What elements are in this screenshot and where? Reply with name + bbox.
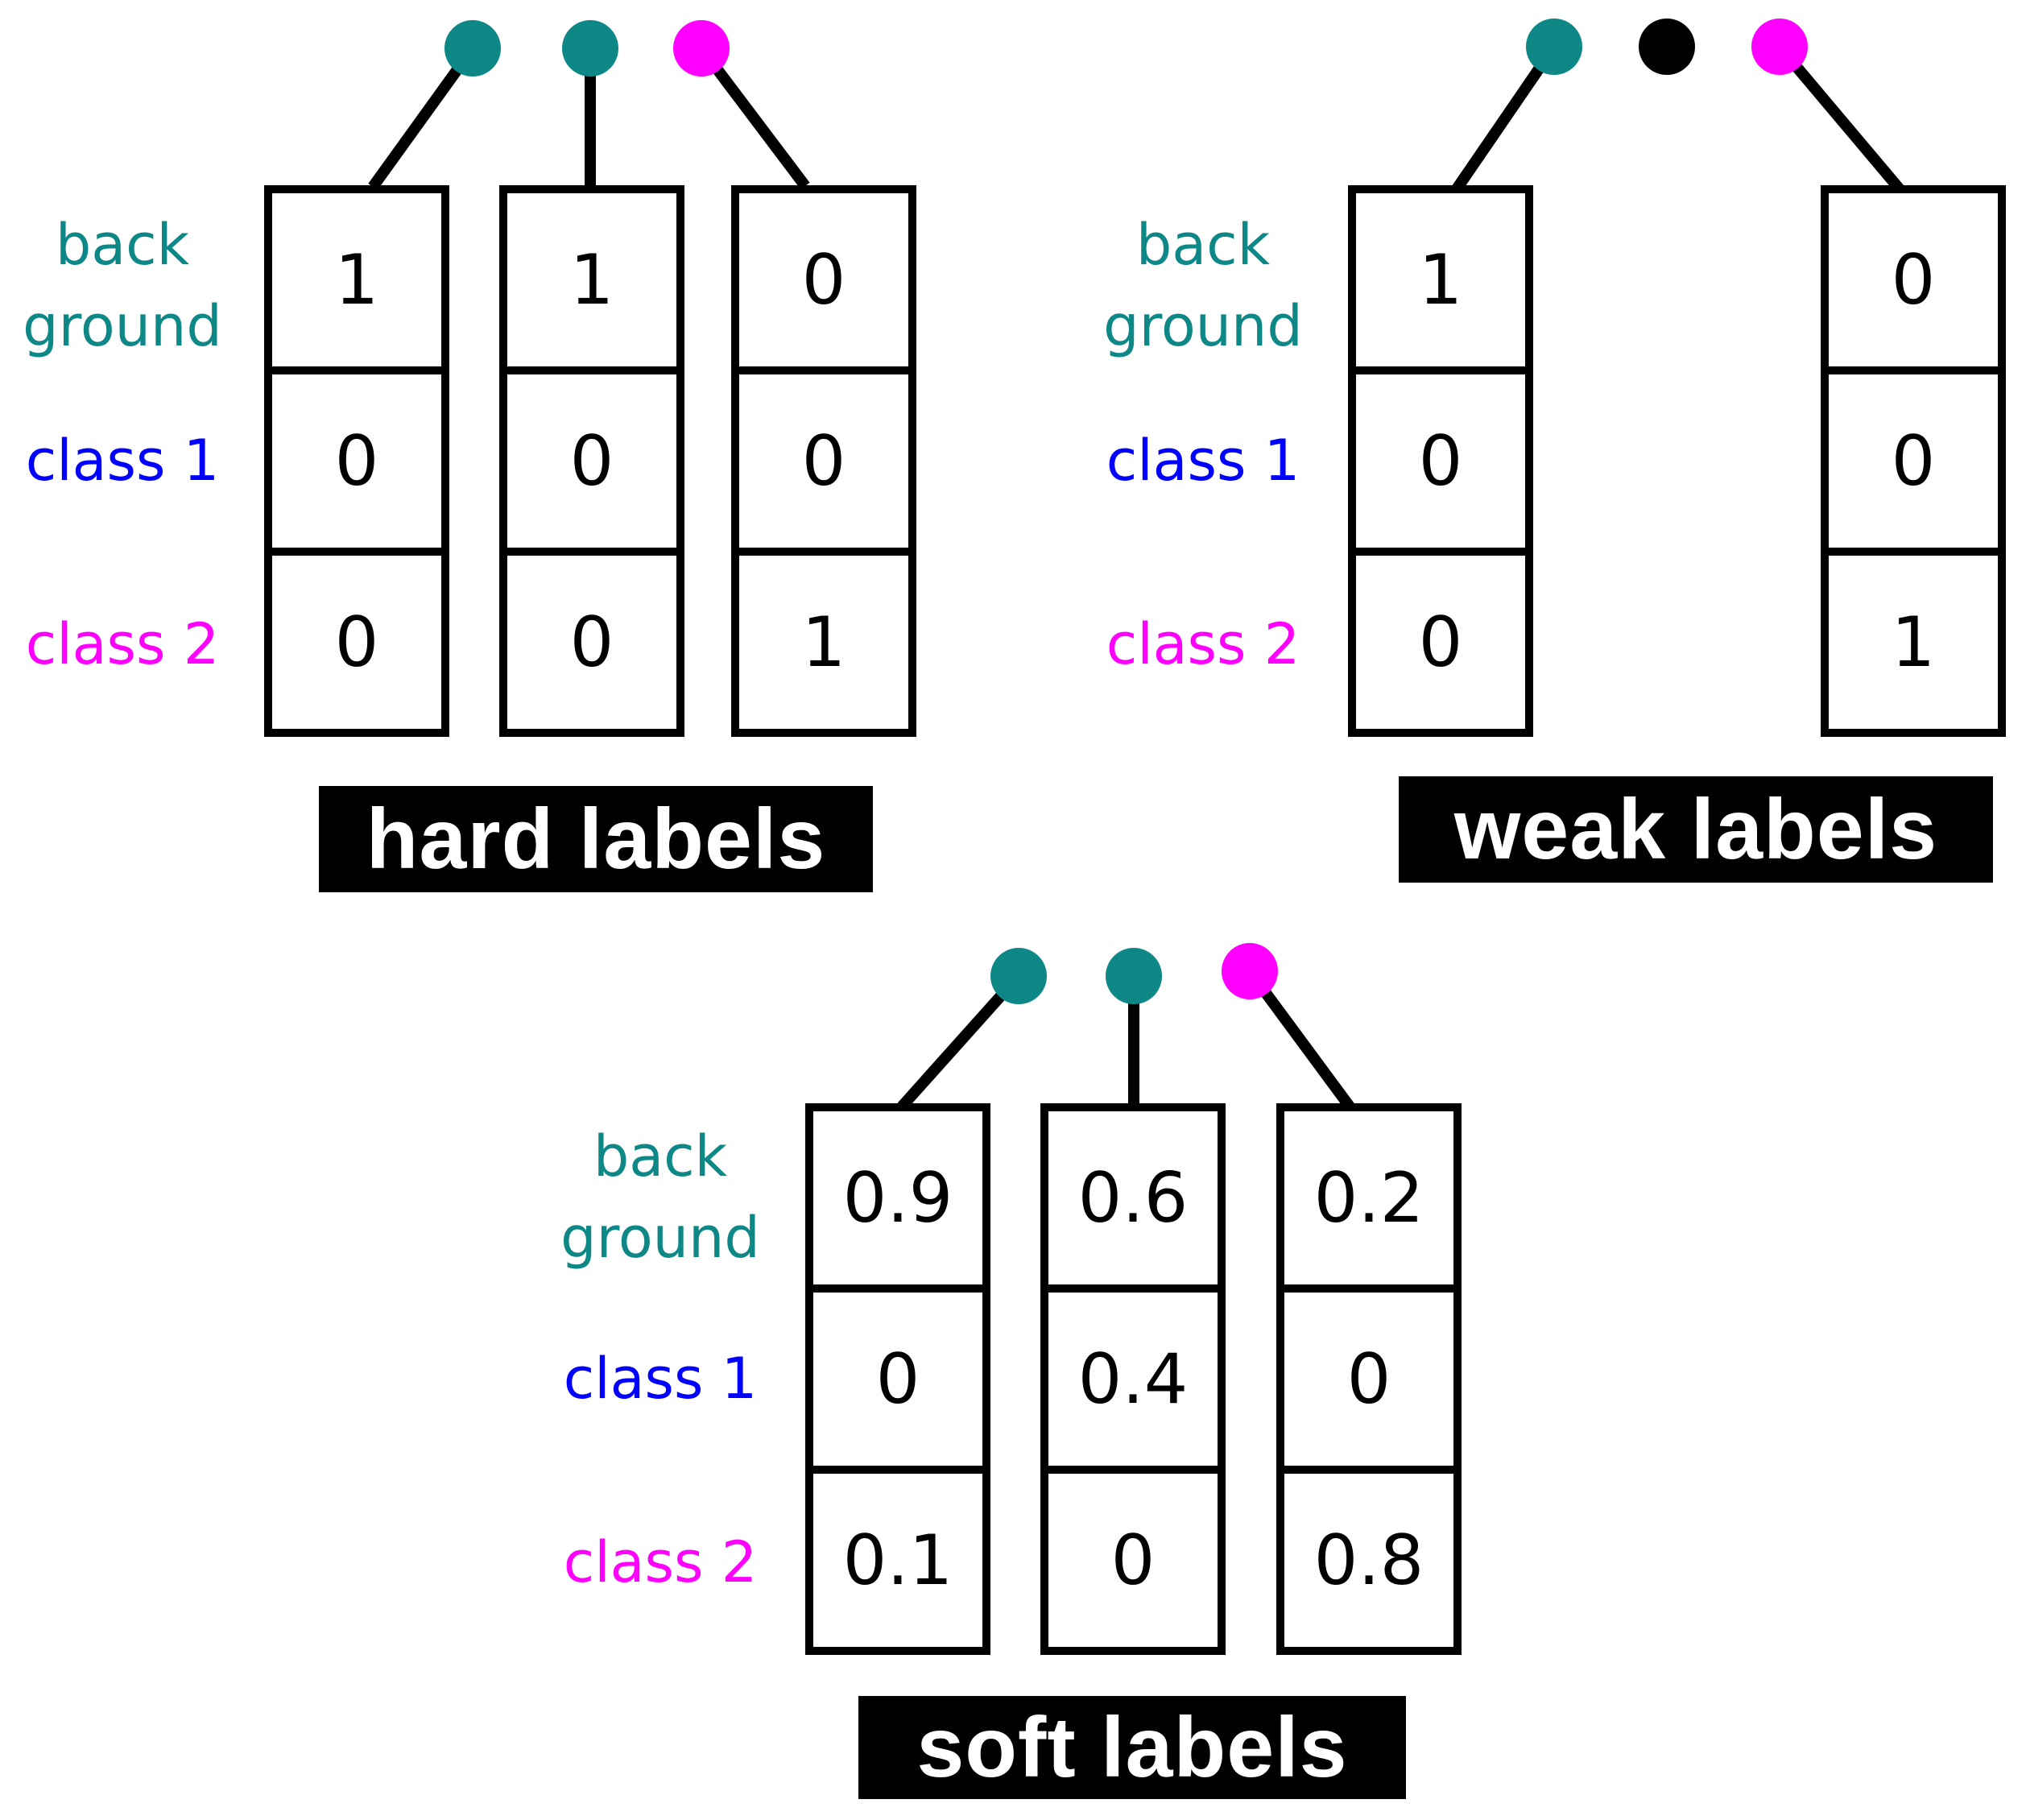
hard-sample-2-dot bbox=[562, 20, 618, 77]
soft-sample-1-dot bbox=[990, 948, 1047, 1004]
row-label-class2: class 2 bbox=[25, 611, 220, 677]
vector-cell: 0.4 bbox=[1048, 1284, 1218, 1466]
vector-cell: 0.9 bbox=[813, 1111, 982, 1284]
soft-vector-3: 0.2 0 0.8 bbox=[1276, 1103, 1462, 1655]
soft-sample-1-connector bbox=[897, 972, 1023, 1111]
row-label-class2: class 2 bbox=[563, 1529, 758, 1595]
soft-vector-1: 0.9 0 0.1 bbox=[805, 1103, 990, 1655]
vector-cell: 0 bbox=[1829, 366, 1998, 548]
row-label-background-line2: ground bbox=[1103, 293, 1303, 359]
vector-cell: 0.8 bbox=[1284, 1466, 1453, 1647]
row-label-background-line2: ground bbox=[560, 1205, 760, 1271]
weak-sample-2-dot bbox=[1639, 19, 1695, 75]
hard-sample-3-connector bbox=[697, 44, 810, 190]
soft-sample-2-dot bbox=[1106, 948, 1162, 1004]
weak-sample-3-dot bbox=[1751, 19, 1808, 75]
row-label-background-line1: back bbox=[593, 1123, 728, 1189]
weak-sample-1-connector bbox=[1451, 43, 1559, 193]
hard-sample-1-dot bbox=[444, 20, 501, 77]
vector-cell: 1 bbox=[1829, 548, 1998, 729]
row-label-class1: class 1 bbox=[25, 428, 220, 494]
weak-sample-3-connector bbox=[1775, 43, 1905, 194]
vector-cell: 0 bbox=[507, 366, 676, 548]
vector-cell: 0 bbox=[739, 366, 908, 548]
vector-cell: 1 bbox=[507, 193, 676, 366]
row-label-class1: class 1 bbox=[563, 1346, 758, 1412]
vector-cell: 1 bbox=[272, 193, 441, 366]
weak-sample-1-dot bbox=[1526, 19, 1582, 75]
soft-panel-title: soft labels bbox=[858, 1696, 1406, 1799]
hard-vector-2: 1 0 0 bbox=[499, 185, 684, 737]
soft-vector-2: 0.6 0.4 0 bbox=[1040, 1103, 1226, 1655]
hard-vector-3: 0 0 1 bbox=[731, 185, 916, 737]
vector-cell: 1 bbox=[739, 548, 908, 729]
hard-vector-1: 1 0 0 bbox=[264, 185, 449, 737]
vector-cell: 0 bbox=[1829, 193, 1998, 366]
row-label-background-line2: ground bbox=[23, 293, 222, 359]
vector-cell: 1 bbox=[1356, 193, 1525, 366]
weak-vector-3: 0 0 1 bbox=[1821, 185, 2006, 737]
vector-cell: 0 bbox=[739, 193, 908, 366]
row-label-background: back ground bbox=[0, 205, 251, 367]
soft-sample-3-dot bbox=[1222, 943, 1278, 999]
weak-vector-1: 1 0 0 bbox=[1348, 185, 1533, 737]
vector-cell: 0 bbox=[1048, 1466, 1218, 1647]
vector-cell: 0 bbox=[272, 548, 441, 729]
vector-cell: 0 bbox=[507, 548, 676, 729]
vector-cell: 0 bbox=[1356, 548, 1525, 729]
row-label-background-line1: back bbox=[55, 212, 190, 278]
row-label-background: back ground bbox=[531, 1116, 789, 1279]
vector-cell: 0 bbox=[1284, 1284, 1453, 1466]
vector-cell: 0.6 bbox=[1048, 1111, 1218, 1284]
weak-panel-title: weak labels bbox=[1399, 776, 1993, 883]
vector-cell: 0 bbox=[813, 1284, 982, 1466]
hard-sample-3-dot bbox=[673, 20, 730, 77]
vector-cell: 0 bbox=[1356, 366, 1525, 548]
row-label-background-line1: back bbox=[1135, 212, 1271, 278]
row-label-class1: class 1 bbox=[1106, 428, 1300, 494]
vector-cell: 0 bbox=[272, 366, 441, 548]
vector-cell: 0.1 bbox=[813, 1466, 982, 1647]
hard-panel-title: hard labels bbox=[319, 786, 873, 892]
row-label-class2: class 2 bbox=[1106, 611, 1300, 677]
vector-cell: 0.2 bbox=[1284, 1111, 1453, 1284]
row-label-background: back ground bbox=[1074, 205, 1332, 367]
